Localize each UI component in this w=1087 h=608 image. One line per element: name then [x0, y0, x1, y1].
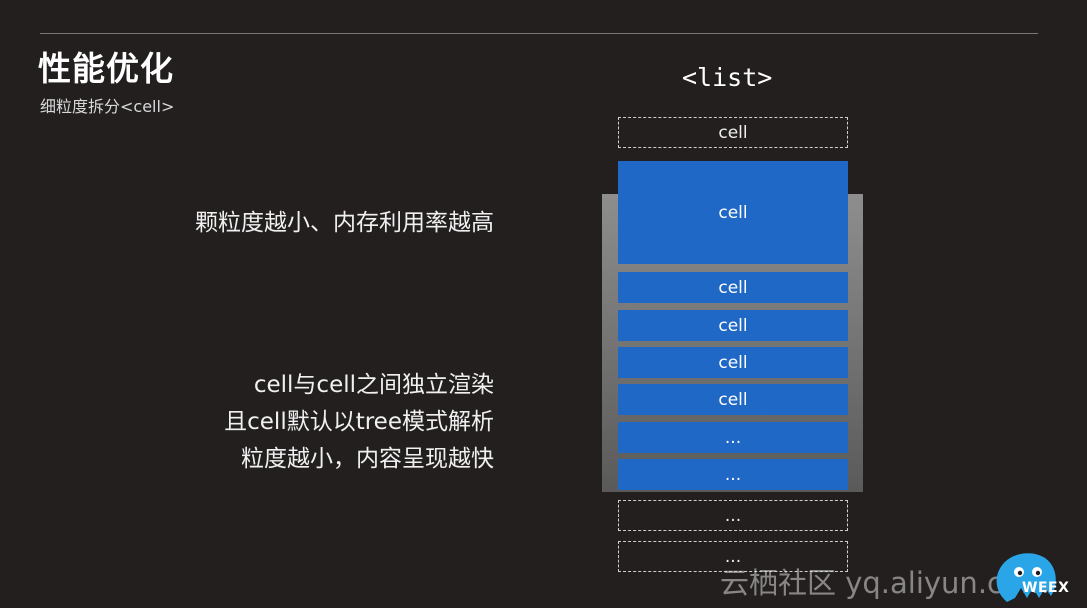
cell-offscreen-bottom: ... [618, 500, 848, 531]
point-memory: 颗粒度越小、内存利用率越高 [195, 205, 494, 242]
cell-offscreen-top: cell [618, 117, 848, 148]
logo-text: WEEX [1022, 580, 1070, 596]
point-line: 且cell默认以tree模式解析 [224, 409, 494, 435]
top-divider [40, 33, 1038, 34]
weex-mascot-icon [996, 553, 1056, 602]
cell-offscreen-bottom: ... [618, 541, 848, 572]
cell-item: cell [618, 384, 848, 415]
cell-item: cell [618, 347, 848, 378]
point-line: cell与cell之间独立渲染 [253, 372, 494, 398]
cell-ellipsis: ... [618, 459, 848, 490]
cell-large: cell [618, 161, 848, 264]
cell-ellipsis: ... [618, 422, 848, 453]
cell-item: cell [618, 272, 848, 303]
list-label: <list> [682, 63, 773, 92]
cell-item: cell [618, 310, 848, 341]
point-line: 粒度越小，内容呈现越快 [241, 446, 494, 472]
watermark: 云栖社区 yq.aliyun.com [720, 566, 1049, 600]
slide-title: 性能优化 [38, 49, 174, 88]
point-rendering: cell与cell之间独立渲染 且cell默认以tree模式解析 粒度越小，内容… [224, 367, 494, 478]
point-line: 颗粒度越小、内存利用率越高 [195, 210, 494, 236]
slide-subtitle: 细粒度拆分<cell> [40, 97, 175, 116]
